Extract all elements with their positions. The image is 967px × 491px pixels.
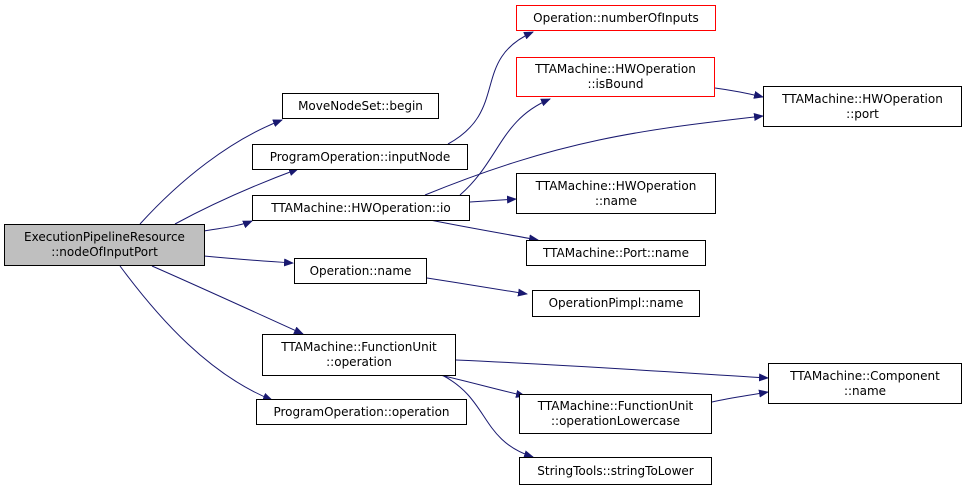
node-label: TTAMachine::Port::name [543,245,689,260]
node-operation-name[interactable]: Operation::name [294,258,427,284]
node-port-name[interactable]: TTAMachine::Port::name [526,240,706,266]
node-programoperation-operation[interactable]: ProgramOperation::operation [256,399,467,425]
node-programoperation-inputnode[interactable]: ProgramOperation::inputNode [252,144,468,170]
edge-root-to-programoperation-operation [119,265,273,401]
edge-root-to-programoperation-inputnode [174,168,299,225]
node-label: MoveNodeSet::begin [298,98,423,113]
node-label: Operation::numberOfInputs [533,10,699,25]
edge-operation-name-to-operationpimpl-name [426,277,528,297]
node-label-line2: ::isBound [587,77,644,91]
edge-io-to-port-name [429,219,539,243]
edge-fu-operation-to-operationlowercase [439,374,526,398]
node-label: ProgramOperation::inputNode [269,149,451,164]
node-component-name[interactable]: TTAMachine::Component ::name [768,363,962,404]
node-label: OperationPimpl::name [548,296,684,310]
node-label-line1: TTAMachine::Component [790,368,940,383]
node-functionunit-operationlowercase[interactable]: TTAMachine::FunctionUnit ::operationLowe… [519,394,712,434]
node-label: TTAMachine::HWOperation::io [271,200,451,215]
node-label-line2: ::name [843,383,887,398]
node-label-line2: ::name [594,193,638,208]
node-operationpimpl-name[interactable]: OperationPimpl::name [532,290,700,317]
edge-isbound-to-hwoperation-port [714,87,764,99]
node-label-line2: ::operation [326,355,392,369]
edge-io-to-isbound [459,98,551,196]
node-label-line1: TTAMachine::HWOperation [535,178,697,193]
node-label: Operation::name [309,263,412,278]
edge-fu-operation-to-stringtolower [441,374,534,459]
node-movenodeset-begin[interactable]: MoveNodeSet::begin [282,93,439,119]
node-operation-numberofinputs[interactable]: Operation::numberOfInputs [516,5,716,31]
edge-fu-operation-to-component-name [455,359,769,382]
node-label-line1: ExecutionPipelineResource [24,230,185,244]
node-hwoperation-name[interactable]: TTAMachine::HWOperation ::name [516,173,716,214]
edge-io-to-hwoperation-name [469,195,517,204]
node-label: ProgramOperation::operation [273,404,450,419]
edge-operationlowercase-to-component-name [711,389,769,403]
node-functionunit-operation[interactable]: TTAMachine::FunctionUnit ::operation [262,334,456,376]
node-label-line1: TTAMachine::FunctionUnit [281,340,437,354]
edge-io-to-hwoperation-port [424,113,764,196]
edge-root-to-operation-name [203,255,294,267]
edge-root-to-movenodeset-begin [139,119,283,225]
edge-root-to-hwoperation-io [203,220,253,232]
node-label-line1: TTAMachine::FunctionUnit [537,399,694,413]
node-label-line2: ::port [846,106,879,121]
node-hwoperation-isbound[interactable]: TTAMachine::HWOperation ::isBound [516,57,715,97]
node-label-line2: ::nodeOfInputPort [51,245,158,259]
node-label-line1: TTAMachine::HWOperation [782,91,943,106]
node-label-line1: TTAMachine::HWOperation [535,62,696,76]
node-stringtools-stringtolower[interactable]: StringTools::stringToLower [519,457,712,485]
node-label-line2: ::operationLowercase [551,414,680,428]
node-label: StringTools::stringToLower [537,463,694,478]
edge-root-to-functionunit-operation [151,265,304,335]
edge-inputnode-to-numberofinputs [447,31,534,145]
node-hwoperation-port[interactable]: TTAMachine::HWOperation ::port [763,86,962,127]
node-hwoperation-io[interactable]: TTAMachine::HWOperation::io [252,195,470,221]
node-execution-pipeline-resource-node-of-input-port: ExecutionPipelineResource ::nodeOfInputP… [4,224,205,266]
